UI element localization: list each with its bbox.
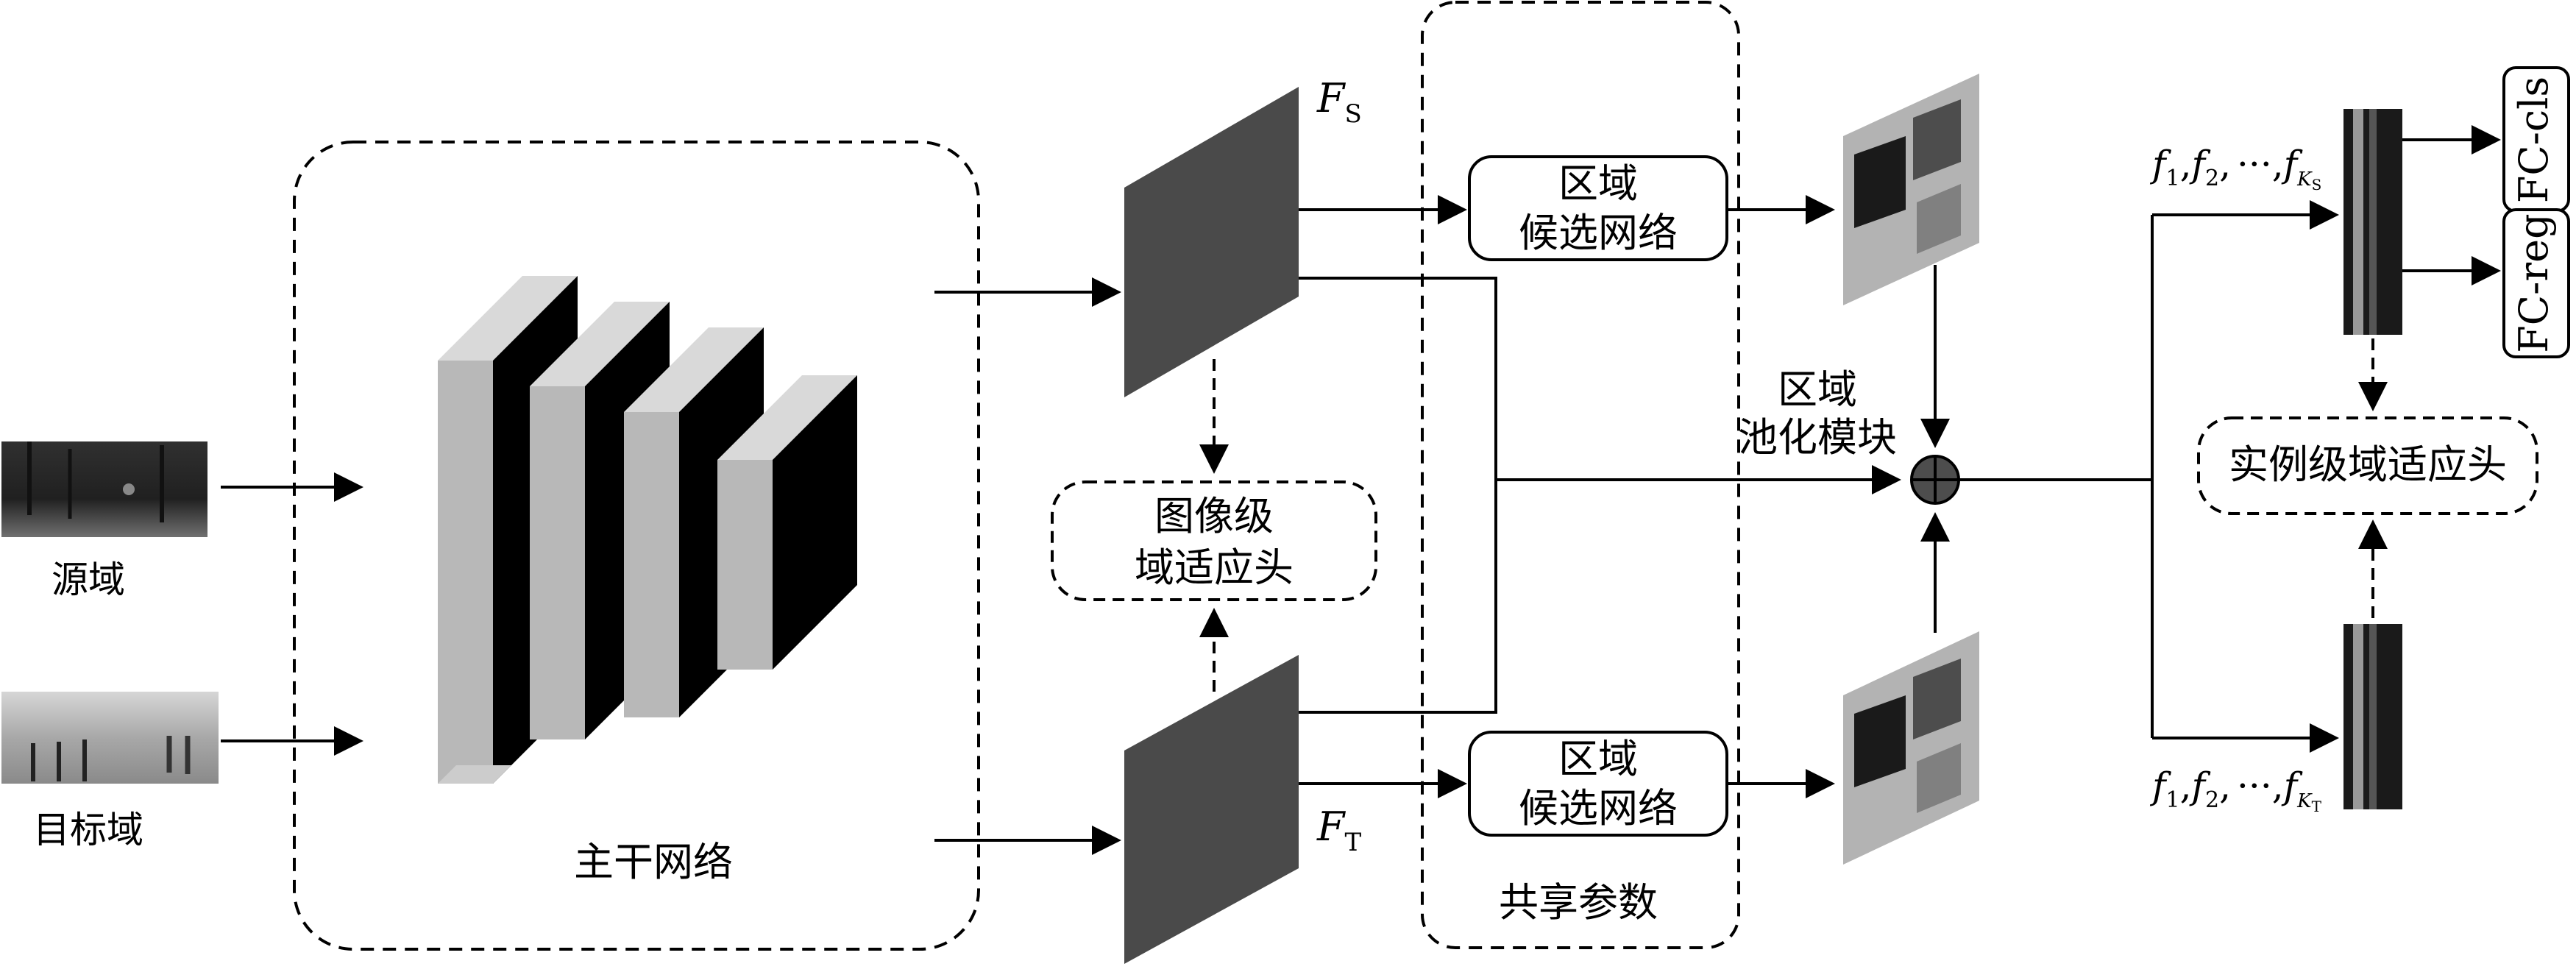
instance-head-label: 实例级域适应头 [2229,441,2507,488]
image-head-line1: 图像级 [1154,493,1274,539]
roi-pool-line2: 池化模块 [1738,414,1897,461]
target-feature-map [1124,655,1299,964]
source-feature-map [1124,87,1299,397]
fc-reg-label: FC-reg [2511,213,2557,352]
backbone-label: 主干网络 [574,839,733,885]
source-roi-image [1843,74,1979,305]
target-rpn-line1: 区域 [1558,736,1638,782]
image-level-head-box [1051,480,1377,601]
backbone-box [293,141,980,951]
image-head-line2: 域适应头 [1135,544,1294,591]
fs-label: FS [1316,75,1362,129]
target-feature-vector-bar [2343,624,2402,809]
shared-params-box [1421,1,1740,949]
source-feature-vector-bar [2343,109,2402,335]
target-domain-label: 目标域 [33,809,143,851]
ft-label: FT [1316,804,1361,857]
shared-params-label: 共享参数 [1499,879,1658,926]
source-domain-label: 源域 [52,558,125,601]
fc-cls-label: FC-cls [2511,77,2557,203]
source-image [1,441,207,537]
source-rpn-line1: 区域 [1558,160,1638,207]
source-feature-vector-label: f1,f2,···,fKS [2149,143,2321,194]
roi-pool-line1: 区域 [1778,366,1857,413]
feature-to-pool-connector [1299,277,1497,714]
roi-pool-node [1910,455,1960,505]
target-rpn-line2: 候选网络 [1519,785,1678,831]
target-roi-image [1843,631,1979,865]
source-rpn-line2: 候选网络 [1519,210,1678,256]
instance-level-head-box [2197,416,2538,515]
target-feature-vector-label: f1,f2,···,fKT [2149,765,2322,815]
fc-reg-box [2502,208,2570,358]
backbone-blocks [438,276,857,784]
target-image [1,692,219,784]
